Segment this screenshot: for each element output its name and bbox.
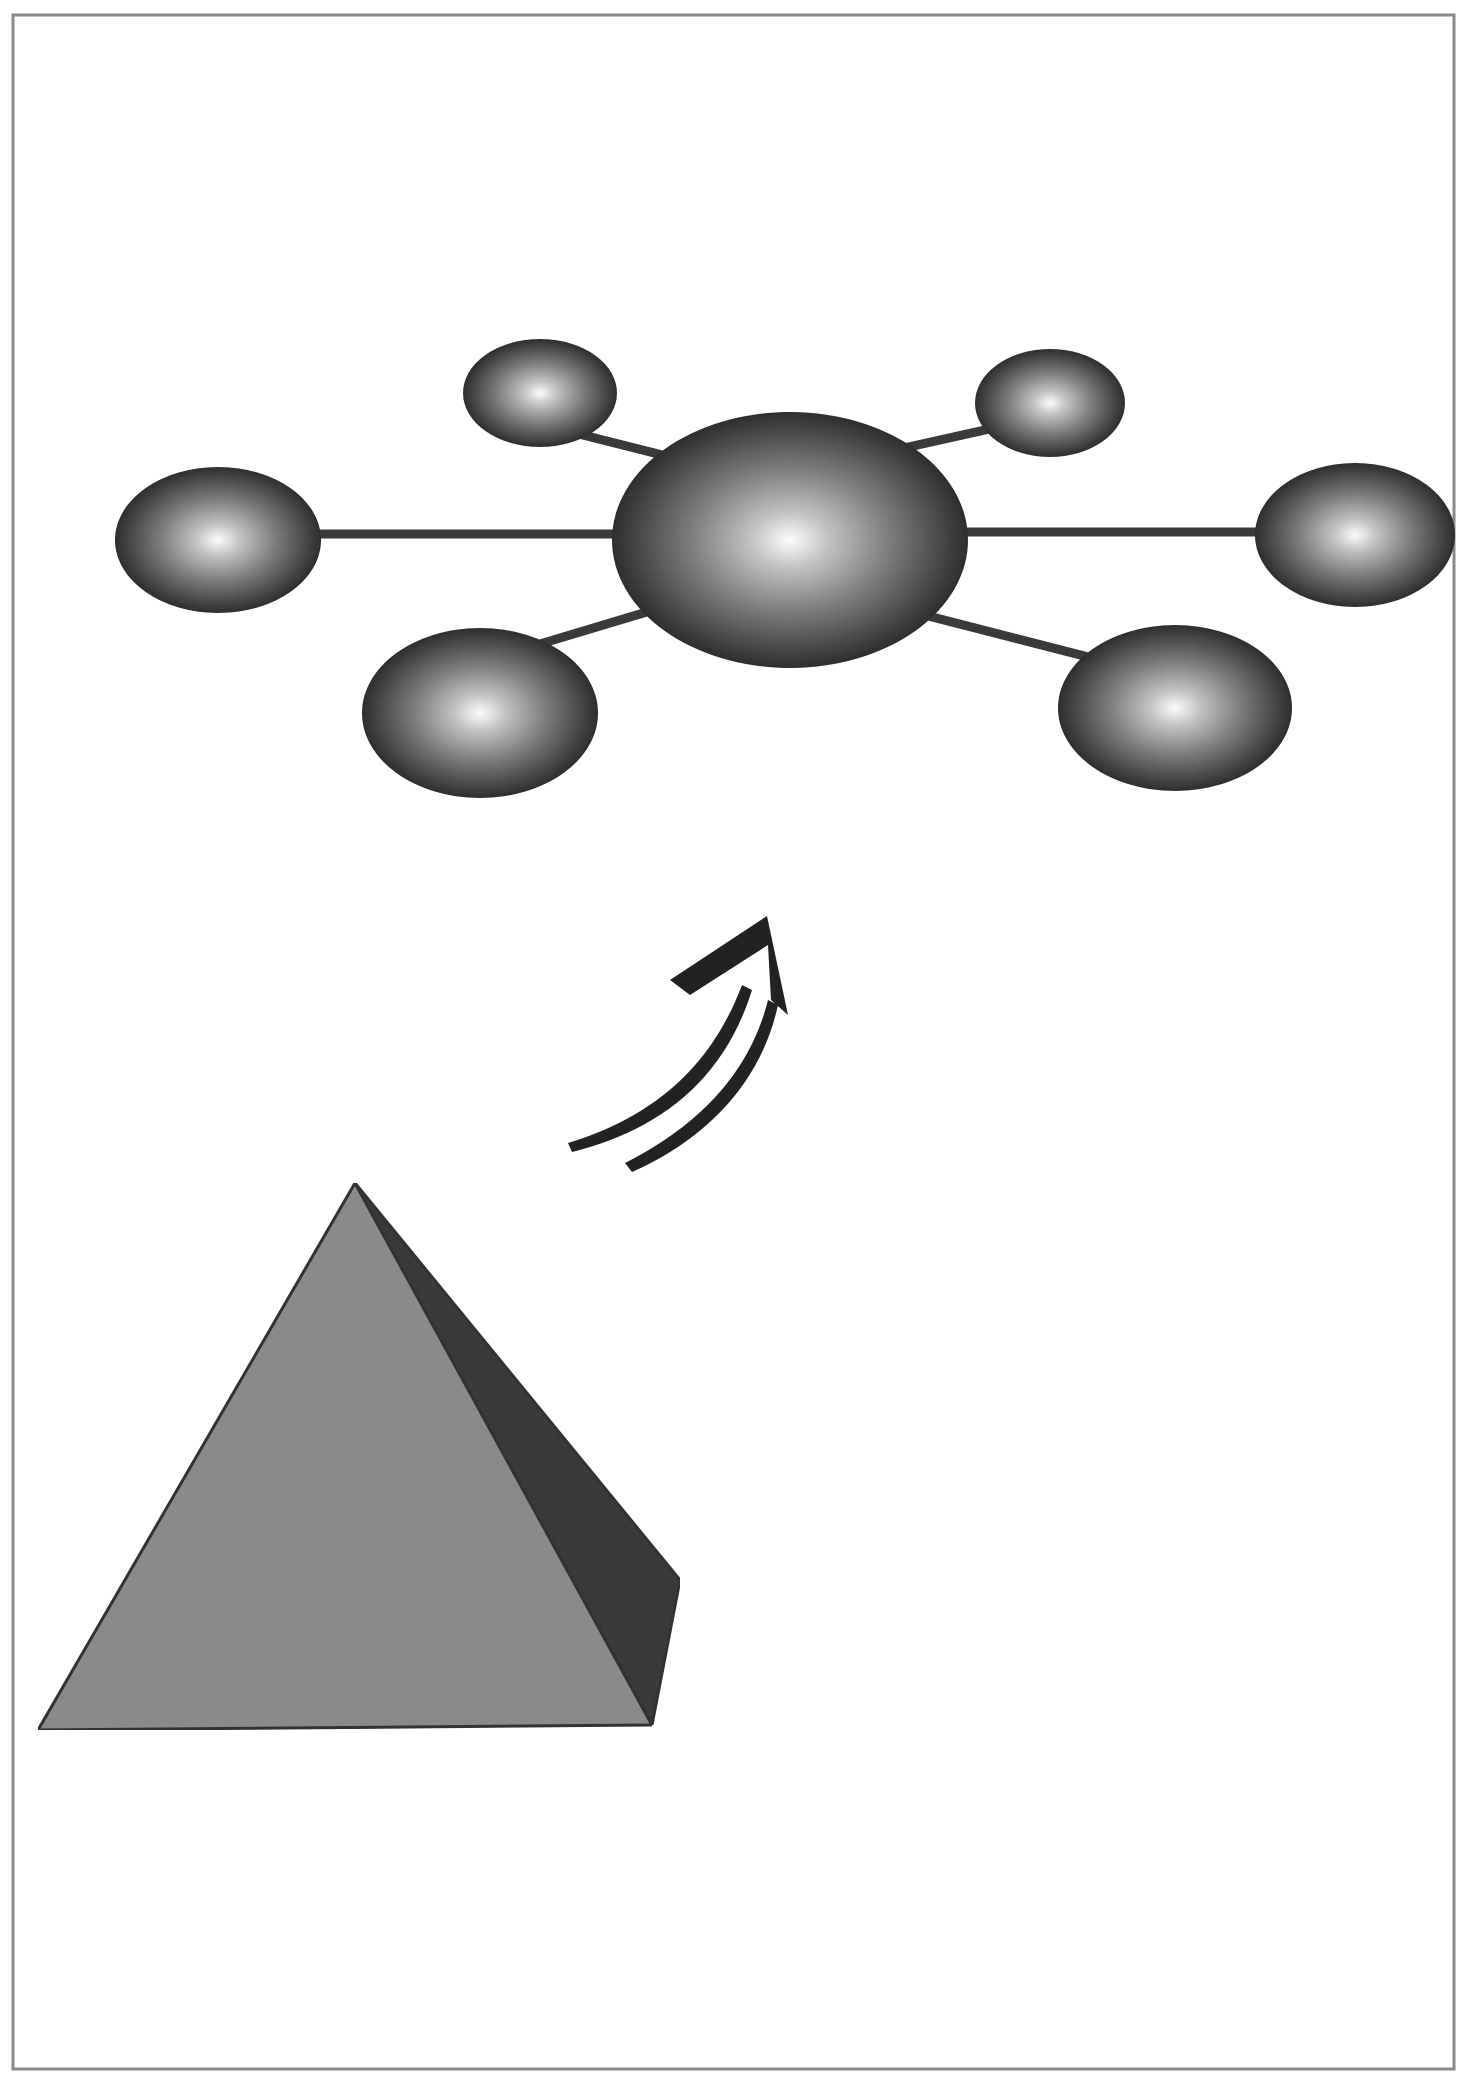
edge-hub-lower-right [903, 605, 1102, 665]
satellite-node-lower-right [1058, 625, 1292, 791]
hub-node [612, 412, 968, 668]
satellite-node-left [115, 467, 321, 613]
pyramid-shape [36, 1181, 682, 1732]
satellite-node-right [1255, 463, 1455, 607]
pyramid-side-face-shade [353, 1181, 682, 1727]
satellite-node-upper-left [463, 339, 617, 447]
satellite-node-lower-left [362, 628, 598, 798]
satellite-node-upper-right [975, 349, 1125, 457]
double-arrow-icon [568, 916, 788, 1172]
figure-frame [11, 13, 1456, 2071]
network-diagram [115, 339, 1455, 798]
